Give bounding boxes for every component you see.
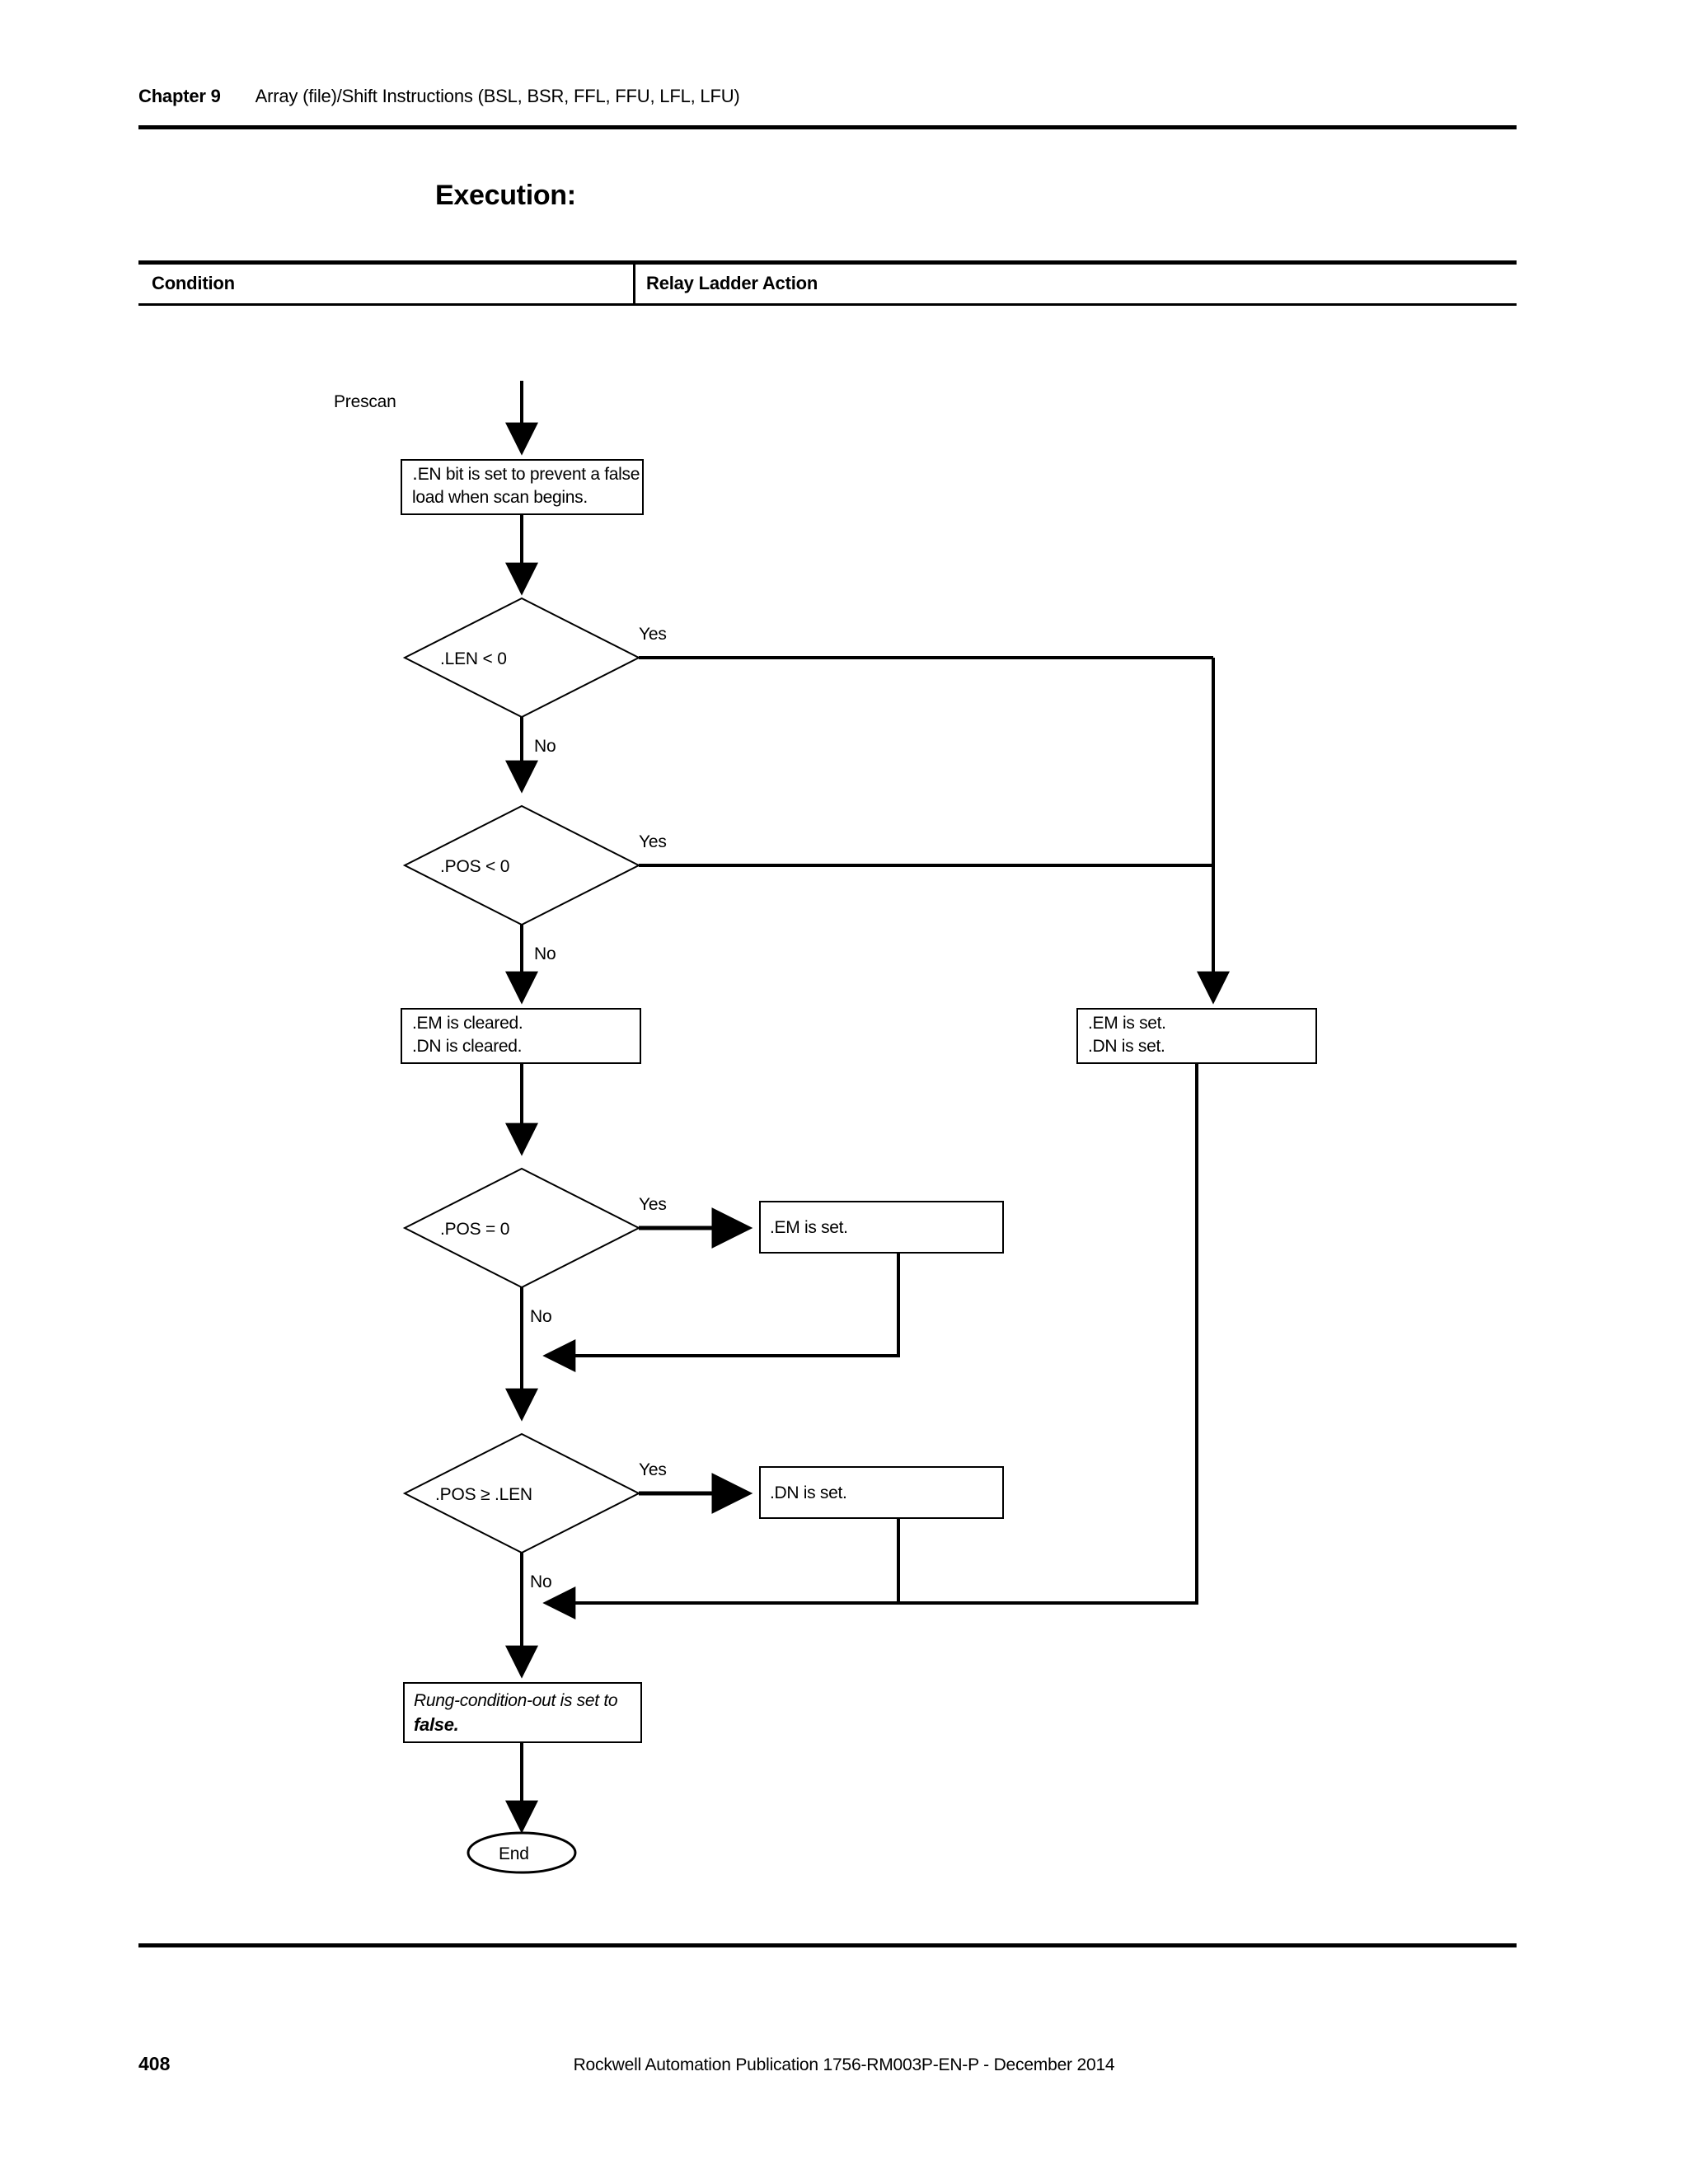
node-em-set-line-1: .EM is set.	[770, 1218, 848, 1237]
node-pos-ge-len-label: .POS ≥ .LEN	[435, 1485, 532, 1504]
node-dn-set-box	[759, 1466, 1004, 1519]
page-title: Execution:	[435, 180, 576, 211]
edge-label-pos-ge-no: No	[530, 1572, 551, 1591]
node-rung-condition-false-line-bold: false.	[414, 1714, 458, 1735]
node-em-dn-cleared-line-2: .DN is cleared.	[412, 1037, 522, 1056]
table-column-divider	[633, 260, 635, 306]
node-rung-condition-false-box	[403, 1682, 642, 1743]
edge-label-pos-eq-no: No	[530, 1307, 551, 1326]
node-len-lt-0-label: .LEN < 0	[440, 649, 507, 668]
node-em-dn-cleared-box	[401, 1008, 641, 1064]
chapter-label: Chapter 9	[138, 86, 221, 106]
header-rule	[138, 125, 1517, 129]
node-len-lt-0-diamond	[402, 597, 641, 719]
node-em-dn-set-line-1: .EM is set.	[1088, 1014, 1166, 1033]
node-en-bit-line-2: load when scan begins.	[412, 488, 588, 507]
node-em-set-box	[759, 1201, 1004, 1254]
node-end-terminator	[467, 1831, 577, 1874]
prescan-label: Prescan	[334, 392, 396, 411]
edge-em-set-to-trunk-merge	[542, 1253, 900, 1372]
edge-label-pos-lt-no: No	[534, 944, 556, 963]
edge-label-pos-ge-yes: Yes	[639, 1460, 667, 1479]
table-bottom-rule	[138, 303, 1517, 306]
node-pos-ge-len-diamond	[402, 1432, 641, 1554]
node-dn-set-line-1: .DN is set.	[770, 1483, 847, 1502]
node-pos-lt-0-label: .POS < 0	[440, 857, 509, 876]
table-header-relay-ladder-action: Relay Ladder Action	[646, 273, 818, 293]
footer-rule	[138, 1943, 1517, 1947]
node-pos-eq-0-label: .POS = 0	[440, 1220, 509, 1239]
edge-label-pos-eq-yes: Yes	[639, 1195, 667, 1214]
running-header: Chapter 9 Array (file)/Shift Instruction…	[138, 86, 1517, 119]
table-header-condition: Condition	[152, 273, 235, 293]
node-pos-lt-0-diamond	[402, 804, 641, 926]
edge-label-len-yes: Yes	[639, 625, 667, 644]
node-rung-condition-false-line-italic: Rung-condition-out is set to	[414, 1691, 618, 1710]
node-en-bit-box	[401, 459, 644, 515]
edge-em-dn-set-to-trunk-merge	[542, 1063, 1198, 1619]
node-pos-eq-0-diamond	[402, 1167, 641, 1289]
page-number: 408	[138, 2053, 171, 2074]
node-em-dn-set-box	[1076, 1008, 1317, 1064]
node-end-label: End	[499, 1844, 529, 1863]
edge-label-pos-lt-yes: Yes	[639, 832, 667, 851]
node-em-dn-set-line-2: .DN is set.	[1088, 1037, 1165, 1056]
node-en-bit-line-1: ․EN bit is set to prevent a false	[412, 465, 640, 484]
edge-label-len-no: No	[534, 737, 556, 756]
table-top-rule	[138, 260, 1517, 265]
node-em-dn-cleared-line-1: .EM is cleared.	[412, 1014, 523, 1033]
footer-publication: Rockwell Automation Publication 1756-RM0…	[573, 2055, 1115, 2074]
chapter-title: Array (file)/Shift Instructions (BSL, BS…	[255, 86, 740, 106]
